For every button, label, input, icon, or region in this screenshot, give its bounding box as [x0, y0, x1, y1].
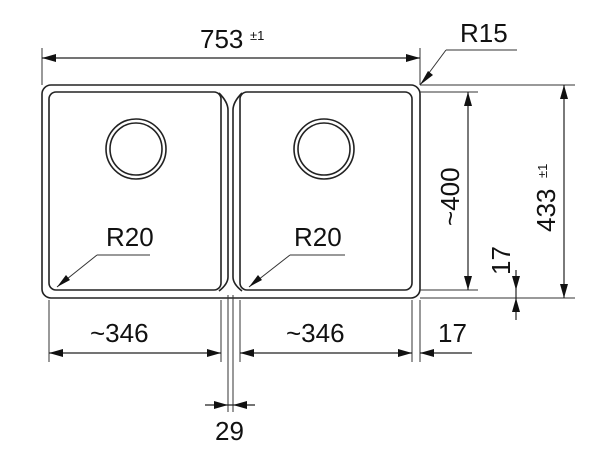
dim-corner-radius: R15	[419, 18, 517, 86]
dim-top-flange: 17	[486, 246, 520, 320]
bowl-right-width-label: ~346	[286, 318, 345, 348]
overall-width-tolerance: ±1	[250, 28, 264, 43]
right-flange-label: 17	[438, 318, 467, 348]
dim-divider-width: 29	[205, 295, 255, 446]
corner-radius-label: R15	[460, 18, 508, 48]
dim-bowl-height: ~400	[420, 91, 478, 291]
overall-height-label: 433	[531, 189, 561, 232]
dim-bowl-left-radius: R20	[56, 222, 154, 288]
dim-overall-height: 433 ±1	[420, 84, 575, 299]
dim-bowl-right-radius: R20	[248, 222, 345, 288]
divider-width-label: 29	[215, 416, 244, 446]
right-bowl	[239, 91, 413, 291]
dim-bowl-widths: ~346 ~346 17	[48, 300, 472, 362]
bowl-divider	[218, 92, 243, 292]
sink-outer-edge	[41, 84, 421, 299]
overall-width-label: 753	[200, 24, 243, 54]
bowl-left-width-label: ~346	[90, 318, 149, 348]
sink-outline	[41, 84, 421, 299]
left-bowl	[48, 91, 222, 291]
bowl-height-label: ~400	[435, 167, 465, 226]
bowl-right-radius-label: R20	[294, 222, 342, 252]
drain-left	[105, 118, 167, 180]
drain-right	[293, 118, 355, 180]
bowl-left-radius-label: R20	[106, 222, 154, 252]
dim-overall-width: 753 ±1	[41, 24, 421, 85]
top-flange-label: 17	[486, 246, 516, 275]
overall-height-tolerance: ±1	[535, 164, 550, 178]
